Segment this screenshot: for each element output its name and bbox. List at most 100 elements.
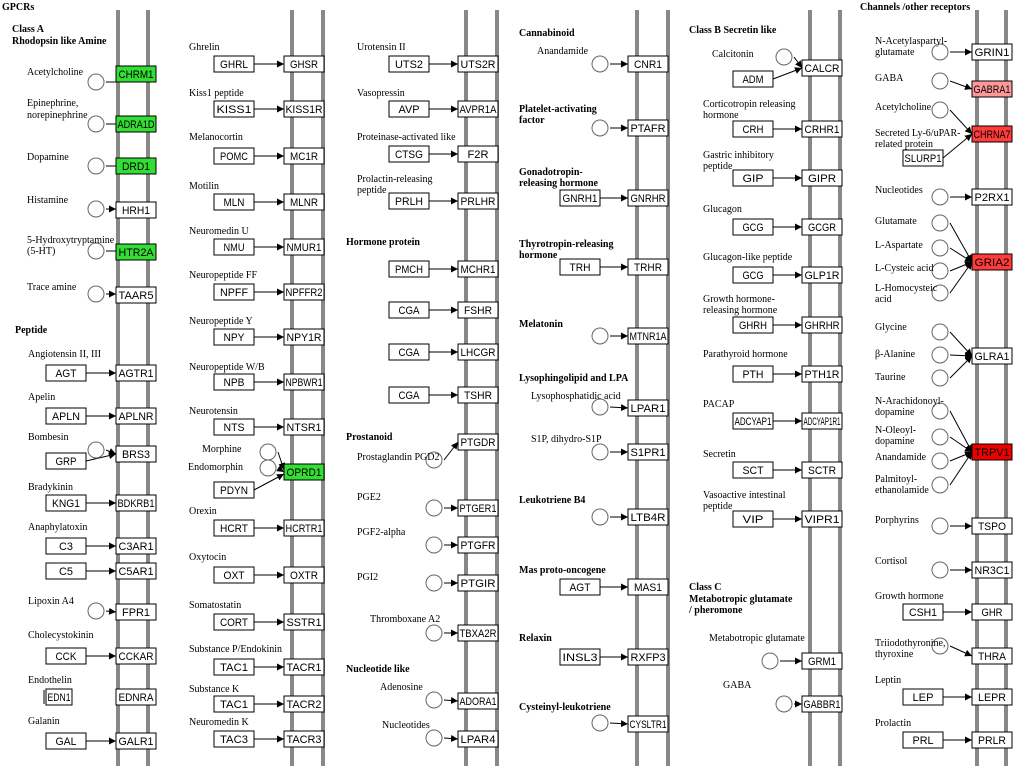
gene-box-pdyn[interactable]: PDYN bbox=[213, 481, 255, 499]
gene-box-drd1[interactable]: DRD1 bbox=[115, 157, 157, 175]
gene-box-ghr[interactable]: GHR bbox=[971, 603, 1013, 621]
gene-box-ghrhr[interactable]: GHRHR bbox=[801, 316, 843, 334]
gene-box-oxtr[interactable]: OXTR bbox=[283, 566, 325, 584]
gene-box-hcrtr1[interactable]: HCRTR1 bbox=[283, 519, 325, 537]
gene-box-npffr2[interactable]: NPFFR2 bbox=[283, 283, 325, 301]
gene-box-tspo[interactable]: TSPO bbox=[971, 517, 1013, 535]
gene-box-ptgfr[interactable]: PTGFR bbox=[457, 536, 499, 554]
gene-box-ptgir[interactable]: PTGIR bbox=[457, 574, 499, 592]
gene-box-adra1d[interactable]: ADRA1D bbox=[115, 115, 157, 133]
gene-box-thra[interactable]: THRA bbox=[971, 647, 1013, 665]
gene-box-nr3c1[interactable]: NR3C1 bbox=[971, 561, 1013, 579]
gene-box-npff[interactable]: NPFF bbox=[213, 283, 255, 301]
gene-box-tac1[interactable]: TAC1 bbox=[213, 695, 255, 713]
gene-box-lepr[interactable]: LEPR bbox=[971, 688, 1013, 706]
gene-box-gnrh1[interactable]: GNRH1 bbox=[559, 189, 601, 207]
gene-box-ptger1[interactable]: PTGER1 bbox=[457, 499, 499, 517]
gene-box-sct[interactable]: SCT bbox=[732, 461, 774, 479]
gene-box-tacr3[interactable]: TACR3 bbox=[283, 730, 325, 748]
gene-box-nts[interactable]: NTS bbox=[213, 418, 255, 436]
gene-box-mlnr[interactable]: MLNR bbox=[283, 193, 325, 211]
gene-box-kiss1r[interactable]: KISS1R bbox=[283, 100, 325, 118]
gene-box-adora1[interactable]: ADORA1 bbox=[457, 692, 499, 710]
gene-box-agt[interactable]: AGT bbox=[559, 578, 601, 596]
gene-box-aplnr[interactable]: APLNR bbox=[115, 407, 157, 425]
gene-box-c3[interactable]: C3 bbox=[45, 537, 87, 555]
gene-box-mc1r[interactable]: MC1R bbox=[283, 147, 325, 165]
gene-box-grp[interactable]: GRP bbox=[45, 452, 87, 470]
gene-box-gabbr1[interactable]: GABBR1 bbox=[801, 695, 843, 713]
gene-box-c5ar1[interactable]: C5AR1 bbox=[115, 562, 157, 580]
gene-box-tshr[interactable]: TSHR bbox=[457, 386, 499, 404]
gene-box-glra1[interactable]: GLRA1 bbox=[971, 347, 1013, 365]
gene-box-tacr2[interactable]: TACR2 bbox=[283, 695, 325, 713]
gene-box-avp[interactable]: AVP bbox=[388, 100, 430, 118]
gene-box-gabra1[interactable]: GABRA1 bbox=[971, 80, 1013, 98]
gene-box-gria2[interactable]: GRIA2 bbox=[971, 253, 1013, 271]
gene-box-chrna7[interactable]: CHRNA7 bbox=[971, 125, 1013, 143]
gene-box-gcgr[interactable]: GCGR bbox=[801, 218, 843, 236]
gene-box-gipr[interactable]: GIPR bbox=[801, 169, 843, 187]
gene-box-sstr1[interactable]: SSTR1 bbox=[283, 613, 325, 631]
gene-box-avpr1a[interactable]: AVPR1A bbox=[457, 100, 499, 118]
gene-box-kng1[interactable]: KNG1 bbox=[45, 494, 87, 512]
gene-box-mas1[interactable]: MAS1 bbox=[627, 578, 669, 596]
gene-box-calcr[interactable]: CALCR bbox=[801, 59, 843, 77]
gene-box-gcg[interactable]: GCG bbox=[732, 218, 774, 236]
gene-box-prlr[interactable]: PRLR bbox=[971, 731, 1013, 749]
gene-box-vip[interactable]: VIP bbox=[732, 510, 774, 528]
gene-box-csh1[interactable]: CSH1 bbox=[902, 603, 944, 621]
gene-box-c5[interactable]: C5 bbox=[45, 562, 87, 580]
gene-box-trhr[interactable]: TRHR bbox=[627, 258, 669, 276]
gene-box-adcyap1[interactable]: ADCYAP1 bbox=[732, 412, 774, 430]
gene-box-nmur1[interactable]: NMUR1 bbox=[283, 238, 325, 256]
gene-box-tbxa2r[interactable]: TBXA2R bbox=[457, 624, 499, 642]
gene-box-cckar[interactable]: CCKAR bbox=[115, 647, 157, 665]
gene-box-gnrhr[interactable]: GNRHR bbox=[627, 189, 669, 207]
gene-box-npy[interactable]: NPY bbox=[213, 328, 255, 346]
gene-box-f2r[interactable]: F2R bbox=[457, 145, 499, 163]
gene-box-ctsg[interactable]: CTSG bbox=[388, 145, 430, 163]
gene-box-prlhr[interactable]: PRLHR bbox=[457, 192, 499, 210]
gene-box-edn1[interactable]: EDN1 bbox=[45, 688, 73, 706]
gene-box-pomc[interactable]: POMC bbox=[213, 147, 255, 165]
gene-box-vipr1[interactable]: VIPR1 bbox=[801, 510, 843, 528]
gene-box-ptafr[interactable]: PTAFR bbox=[627, 119, 669, 137]
gene-box-pth1r[interactable]: PTH1R bbox=[801, 365, 843, 383]
gene-box-nmu[interactable]: NMU bbox=[213, 238, 255, 256]
gene-box-hcrt[interactable]: HCRT bbox=[213, 519, 255, 537]
gene-box-cck[interactable]: CCK bbox=[45, 647, 87, 665]
gene-box-insl3[interactable]: INSL3 bbox=[559, 648, 601, 666]
gene-box-kiss1[interactable]: KISS1 bbox=[213, 100, 255, 118]
gene-box-uts2r[interactable]: UTS2R bbox=[457, 55, 499, 73]
gene-box-oprd1[interactable]: OPRD1 bbox=[283, 463, 325, 481]
gene-box-agtr1[interactable]: AGTR1 bbox=[115, 364, 157, 382]
gene-box-agt[interactable]: AGT bbox=[45, 364, 87, 382]
gene-box-lhcgr[interactable]: LHCGR bbox=[457, 343, 499, 361]
gene-box-pmch[interactable]: PMCH bbox=[388, 260, 430, 278]
gene-box-apln[interactable]: APLN bbox=[45, 407, 87, 425]
gene-box-sctr[interactable]: SCTR bbox=[801, 461, 843, 479]
gene-box-htr2a[interactable]: HTR2A bbox=[115, 243, 157, 261]
gene-box-uts2[interactable]: UTS2 bbox=[388, 55, 430, 73]
gene-box-trpv1[interactable]: TRPV1 bbox=[971, 443, 1013, 461]
gene-box-glp1r[interactable]: GLP1R bbox=[801, 266, 843, 284]
gene-box-p2rx1[interactable]: P2RX1 bbox=[971, 188, 1013, 206]
gene-box-ednra[interactable]: EDNRA bbox=[115, 688, 157, 706]
gene-box-lpar4[interactable]: LPAR4 bbox=[457, 730, 499, 748]
gene-box-prlh[interactable]: PRLH bbox=[388, 192, 430, 210]
gene-box-slurp1[interactable]: SLURP1 bbox=[902, 149, 944, 167]
gene-box-mtnr1a[interactable]: MTNR1A bbox=[627, 327, 669, 345]
gene-box-tacr1[interactable]: TACR1 bbox=[283, 658, 325, 676]
gene-box-grin1[interactable]: GRIN1 bbox=[971, 43, 1013, 61]
gene-box-cort[interactable]: CORT bbox=[213, 613, 255, 631]
gene-box-npbwr1[interactable]: NPBWR1 bbox=[283, 373, 325, 391]
gene-box-cnr1[interactable]: CNR1 bbox=[627, 55, 669, 73]
gene-box-ptgdr[interactable]: PTGDR bbox=[457, 433, 499, 451]
gene-box-npb[interactable]: NPB bbox=[213, 373, 255, 391]
gene-box-cga[interactable]: CGA bbox=[388, 343, 430, 361]
gene-box-ghsr[interactable]: GHSR bbox=[283, 55, 325, 73]
gene-box-prl[interactable]: PRL bbox=[902, 731, 944, 749]
gene-box-gcg[interactable]: GCG bbox=[732, 266, 774, 284]
gene-box-gip[interactable]: GIP bbox=[732, 169, 774, 187]
